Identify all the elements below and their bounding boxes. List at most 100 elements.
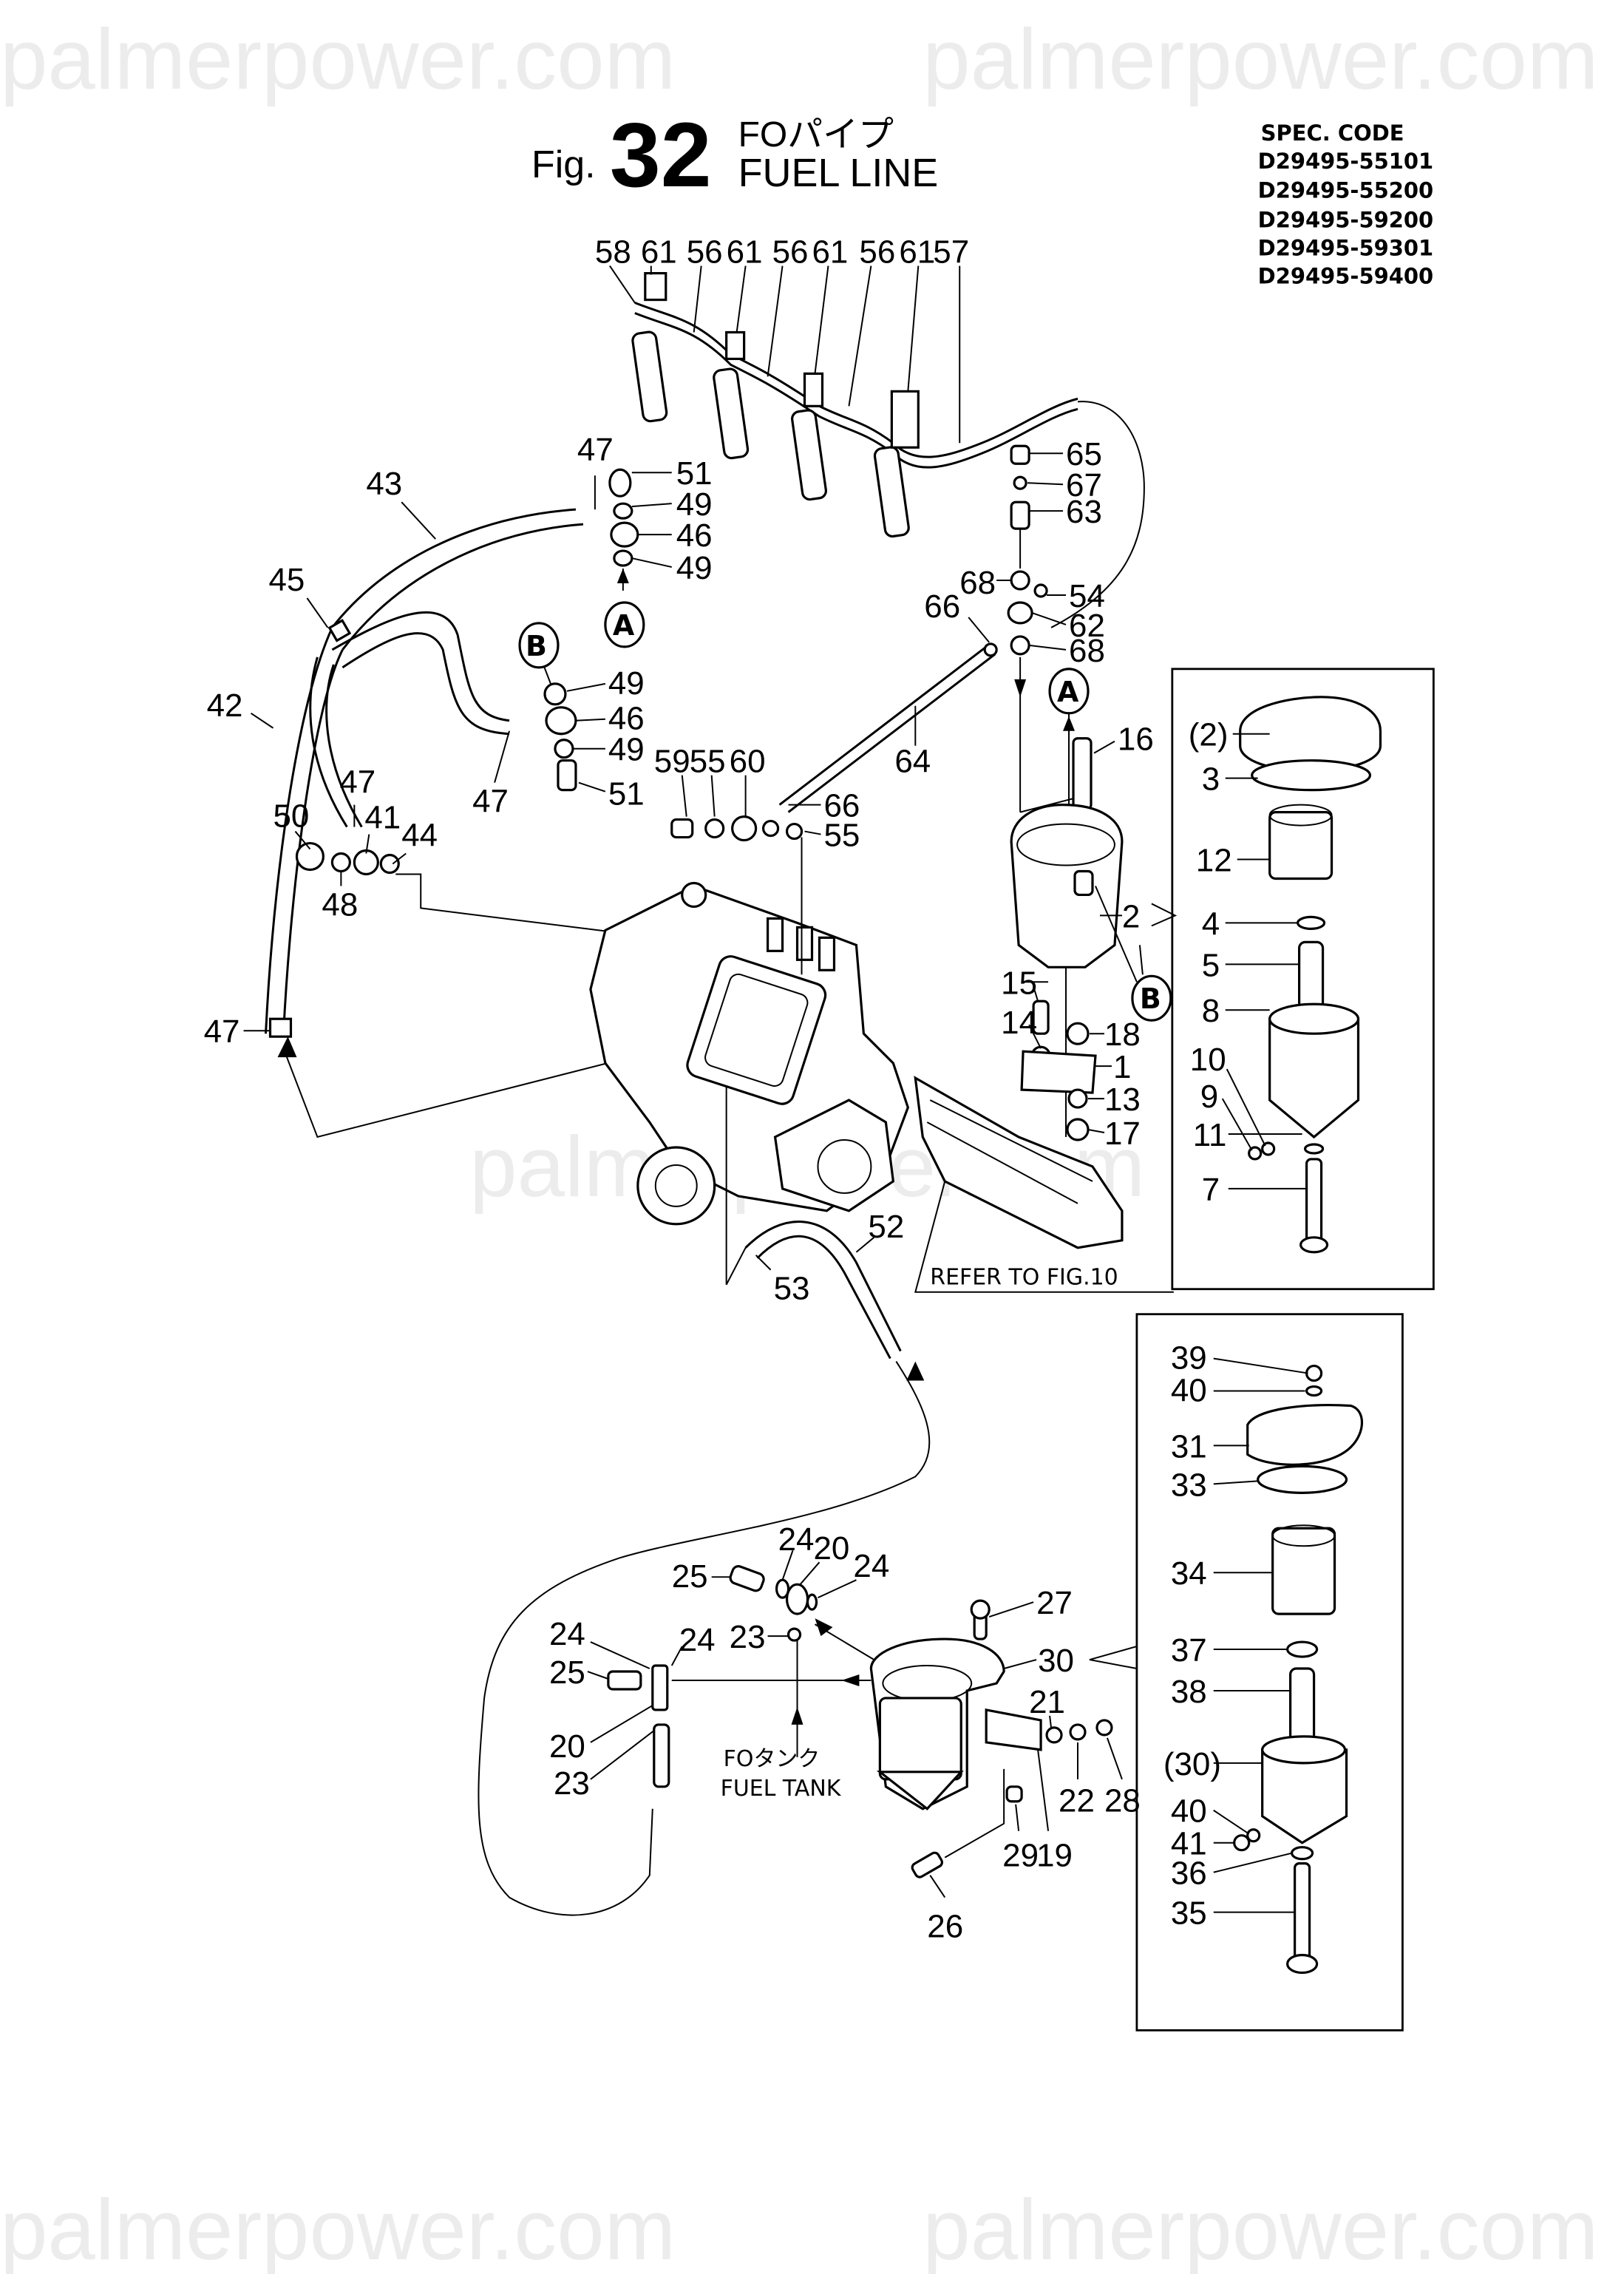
- callout-label: 26: [927, 1909, 963, 1945]
- watermark: palmerpower.com: [0, 11, 676, 107]
- callout-label: 35: [1171, 1895, 1207, 1932]
- callout-label: 21: [1029, 1684, 1065, 1720]
- callout-label: 5: [1202, 947, 1220, 983]
- callout-label: 28: [1104, 1783, 1141, 1819]
- flow-arrow-icon: [841, 1674, 860, 1686]
- callout-label: 46: [608, 701, 645, 737]
- flow-arrow-icon: [1014, 679, 1027, 697]
- callout-label: 24: [853, 1548, 889, 1584]
- callout-label: 68: [1069, 633, 1105, 669]
- callout-label: 47: [472, 784, 509, 820]
- injector-assembly: [609, 265, 1145, 628]
- connector-b: B: [526, 630, 547, 662]
- flow-arrow-icon: [277, 1036, 297, 1058]
- callout-label: 61: [727, 234, 763, 271]
- callout-label: 2: [1122, 898, 1140, 934]
- callouts-upper-left: 43 47 51 49 46 49 45 42 49 46 49 47 51 4…: [204, 432, 713, 1050]
- callout-label: 61: [641, 234, 677, 271]
- overflow-valve-parts: [670, 815, 803, 975]
- callout-label: 55: [690, 744, 726, 780]
- callout-label: 24: [778, 1521, 815, 1558]
- callout-label: 58: [595, 234, 631, 271]
- callout-label: 49: [608, 732, 645, 768]
- callout-label: 67: [1066, 467, 1102, 503]
- callout-label: 20: [813, 1530, 849, 1567]
- callout-label: 31: [1171, 1428, 1207, 1464]
- callout-label: 56: [859, 234, 895, 271]
- callout-label: 18: [1104, 1016, 1141, 1053]
- callout-label: 15: [1001, 965, 1037, 1001]
- callout-label: 44: [401, 818, 438, 854]
- callout-label: 24: [679, 1622, 716, 1658]
- callout-label: 12: [1196, 842, 1232, 878]
- callouts-top-row: 58 61 56 61 56 61 56 61 57: [595, 234, 969, 271]
- spec-code: D29495-59400: [1258, 264, 1434, 289]
- callout-label: 9: [1200, 1079, 1218, 1115]
- title-english: FUEL LINE: [738, 151, 939, 195]
- spec-code-heading: SPEC. CODE: [1261, 121, 1404, 146]
- callout-label: 48: [322, 886, 358, 923]
- title-japanese: FOパイプ: [738, 115, 894, 155]
- watermark: palmerpower.com: [923, 11, 1598, 107]
- callout-label: 54: [1069, 578, 1105, 614]
- connector-a: A: [613, 609, 635, 642]
- callout-label: 8: [1202, 993, 1220, 1029]
- manifold-reference: REFER TO FIG.10: [914, 1076, 1174, 1293]
- callout-label: 42: [207, 688, 243, 724]
- filter-bracket: 16 15 14 18 1 13 17: [1001, 722, 1154, 1152]
- refer-note: REFER TO FIG.10: [930, 1265, 1118, 1291]
- connector-b: B: [1140, 982, 1161, 1015]
- spec-code: D29495-59200: [1258, 208, 1434, 233]
- callout-label: 68: [959, 565, 996, 601]
- fuel-tank-fittings: [607, 1565, 818, 1788]
- callout-label: 17: [1104, 1116, 1141, 1152]
- callout-label: 61: [812, 234, 849, 271]
- callout-label: 16: [1118, 722, 1154, 758]
- callout-label: 36: [1171, 1856, 1207, 1892]
- injector: [631, 330, 910, 538]
- callout-label: 41: [1171, 1826, 1207, 1862]
- callout-label: 29: [1002, 1838, 1039, 1874]
- callout-label: 39: [1171, 1340, 1207, 1377]
- callout-label: 40: [1171, 1793, 1207, 1830]
- callout-label: 51: [608, 776, 645, 812]
- callouts-lower: 25 24 20 24 23 27 30 24 25 24 20 23 21 2…: [549, 1521, 1141, 1944]
- return-pipe: [778, 642, 998, 813]
- fuel-tank-label-jp: FOタンク: [724, 1746, 821, 1772]
- callout-label: 27: [1036, 1585, 1073, 1621]
- callout-label: 40: [1171, 1373, 1207, 1409]
- callout-label: 34: [1171, 1555, 1207, 1592]
- callout-label: 4: [1202, 906, 1220, 942]
- callout-label: 37: [1171, 1632, 1207, 1669]
- callout-label: 33: [1171, 1467, 1207, 1503]
- callout-label: 23: [730, 1619, 766, 1655]
- callout-label: 25: [672, 1558, 708, 1595]
- callout-label: 52: [868, 1209, 904, 1245]
- callout-label: 50: [273, 798, 309, 835]
- callout-label: 7: [1202, 1172, 1220, 1208]
- fuel-tank-label-en: FUEL TANK: [721, 1776, 842, 1802]
- callout-label: 47: [577, 432, 614, 468]
- callout-label: 46: [676, 517, 713, 554]
- callout-label: 65: [1066, 436, 1102, 472]
- exploded-view-box-lower: 39 40 31 33 34 37 38 (30) 40 41 36 35: [1135, 1313, 1404, 2032]
- connector-markers-lower: A B: [1048, 668, 1172, 1022]
- callout-label: 59: [654, 744, 690, 780]
- callout-label: 64: [894, 744, 931, 780]
- callout-label: 3: [1202, 761, 1220, 798]
- callout-label: 41: [364, 800, 401, 836]
- callout-label: 49: [608, 665, 645, 702]
- callout-label: 56: [687, 234, 723, 271]
- watermarks: palmerpower.com palmerpower.com palmerpo…: [0, 11, 1598, 2274]
- callout-label: 57: [933, 234, 969, 271]
- callout-label: 66: [924, 588, 960, 625]
- exploded-view-box-upper: (2) 3 12 4 5 8 10 9 11 7: [1171, 668, 1435, 1291]
- callout-label: 11: [1193, 1117, 1227, 1153]
- callout-label: 45: [269, 562, 305, 598]
- callout-label: (2): [1189, 717, 1229, 753]
- spec-code: D29495-55200: [1258, 178, 1434, 203]
- flow-arrow-icon: [1063, 716, 1076, 731]
- return-banjo: [1007, 444, 1083, 824]
- fuel-filter-lower: [671, 1599, 1113, 1878]
